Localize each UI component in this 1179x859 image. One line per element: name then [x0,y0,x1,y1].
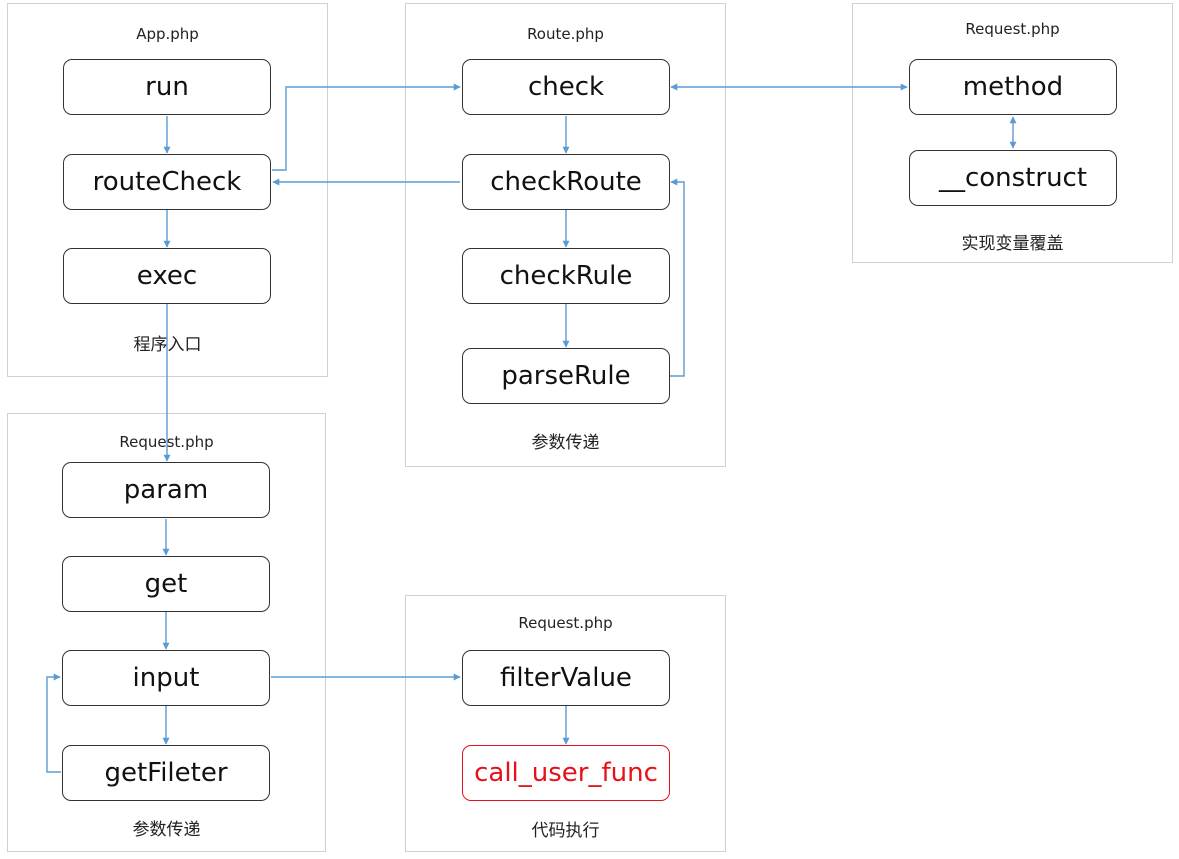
group-caption: 代码执行 [531,821,600,841]
node-method: method [909,59,1117,115]
edge-parserule-checkroute [670,178,685,377]
node-routecheck: routeCheck [63,154,271,210]
group-title: Request.php [965,20,1060,38]
node-construct: __construct [909,150,1117,206]
node-checkroute: checkRoute [462,154,670,210]
group-title: Route.php [527,25,604,43]
node-parserule: parseRule [462,348,670,404]
node-checkrule: checkRule [462,248,670,304]
group-title: App.php [136,25,199,43]
node-getfileter: getFileter [62,745,270,801]
edge-routecheck-check [272,83,461,171]
node-call-user-func: call_user_func [462,745,670,801]
node-get: get [62,556,270,612]
group-caption: 参数传递 [132,820,201,840]
edge-getfileter-input [46,673,61,773]
group-title: Request.php [518,614,613,632]
node-param: param [62,462,270,518]
node-check: check [462,59,670,115]
group-caption: 实现变量覆盖 [961,234,1064,254]
node-run: run [63,59,271,115]
node-input: input [62,650,270,706]
node-filtervalue: filterValue [462,650,670,706]
node-exec: exec [63,248,271,304]
group-caption: 参数传递 [531,433,600,453]
